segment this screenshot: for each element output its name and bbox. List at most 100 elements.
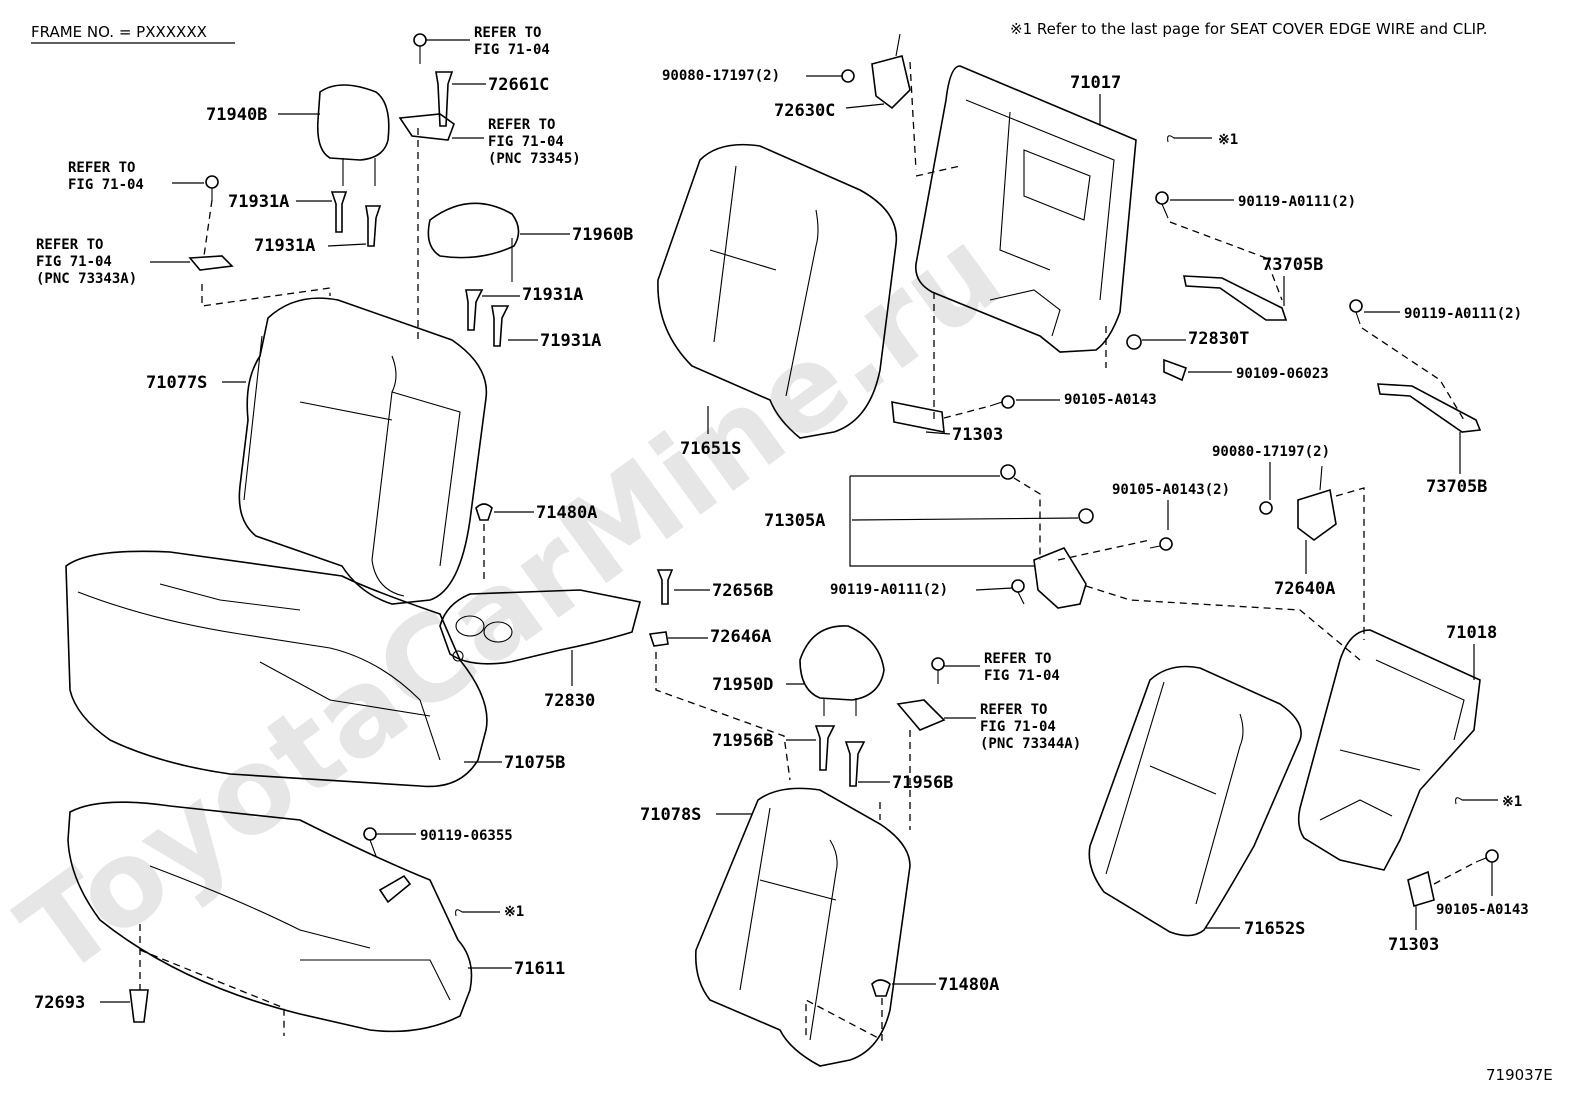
callout-71956b-2: 71956B bbox=[892, 773, 953, 793]
nut-icon-2 bbox=[1259, 501, 1273, 515]
bolt-90105-a0143-3 bbox=[1475, 849, 1499, 863]
washer-71305a-2 bbox=[1078, 508, 1094, 524]
seat-cushion-pad-71611[interactable] bbox=[67, 801, 473, 1033]
figure-code: 719037E bbox=[1486, 1066, 1553, 1084]
cap-72830t bbox=[1126, 334, 1142, 350]
frame-number-label: FRAME NO. = PXXXXXX bbox=[31, 23, 207, 41]
callout-72640a: 72640A bbox=[1274, 579, 1335, 599]
bolt-90119-06355 bbox=[363, 827, 412, 904]
seatback-frame-71018[interactable] bbox=[1297, 629, 1481, 871]
clip-71480a-2 bbox=[871, 979, 891, 997]
nut-icon bbox=[841, 69, 855, 83]
callout-71931a-1: 71931A bbox=[228, 192, 289, 212]
note-mark-2: ※1 bbox=[1218, 132, 1238, 148]
headrest-guide-71931a-pair-1 bbox=[330, 191, 382, 247]
callout-73705b-2: 73705B bbox=[1426, 477, 1487, 497]
clip-72646a bbox=[648, 631, 669, 647]
callout-71940b: 71940B bbox=[206, 105, 267, 125]
seatback-frame-71017[interactable] bbox=[915, 65, 1137, 353]
bracket-73345 bbox=[398, 113, 455, 141]
callout-90105-a0143-1: 90105-A0143 bbox=[1064, 392, 1157, 408]
lock-72630c bbox=[871, 33, 911, 110]
bolt-90109-06023 bbox=[1163, 358, 1188, 382]
headrest-71960b[interactable] bbox=[427, 202, 520, 282]
bolt-90119-a0111-3 bbox=[1011, 579, 1025, 605]
callout-90105-a0143-2: 90105-A0143(2) bbox=[1112, 482, 1230, 498]
washer-71305a-1 bbox=[1000, 464, 1016, 480]
callout-71480a-1: 71480A bbox=[536, 503, 597, 523]
callout-73705b-1: 73705B bbox=[1262, 255, 1323, 275]
callout-71652s: 71652S bbox=[1244, 919, 1305, 939]
striker-73705b-2 bbox=[1377, 383, 1482, 433]
callout-71305a: 71305A bbox=[764, 511, 825, 531]
seat-cushion-cover-71075b[interactable] bbox=[65, 550, 488, 788]
callout-71611: 71611 bbox=[514, 959, 565, 979]
callout-71931a-3: 71931A bbox=[522, 285, 583, 305]
seat-cover-note: ※1 Refer to the last page for SEAT COVER… bbox=[1010, 20, 1487, 38]
callout-90119-06355: 90119-06355 bbox=[420, 828, 513, 844]
seatback-cover-71078s[interactable] bbox=[694, 787, 911, 1067]
callout-90080-17197-mid: 90080-17197(2) bbox=[1212, 444, 1330, 460]
callout-71075b: 71075B bbox=[504, 753, 565, 773]
callout-71950d: 71950D bbox=[712, 675, 773, 695]
headrest-guide-71956b-pair bbox=[814, 725, 866, 787]
callout-71480a-2: 71480A bbox=[938, 975, 999, 995]
callout-71931a-2: 71931A bbox=[254, 236, 315, 256]
callout-71078s: 71078S bbox=[640, 805, 701, 825]
bolt-90119-a0111-1 bbox=[1155, 191, 1169, 219]
callout-72830: 72830 bbox=[544, 691, 595, 711]
callout-72646a: 72646A bbox=[710, 627, 771, 647]
callout-71018: 71018 bbox=[1446, 623, 1497, 643]
callout-90080-17197-top: 90080-17197(2) bbox=[662, 68, 780, 84]
callout-71651s: 71651S bbox=[680, 439, 741, 459]
bolt-icon-3 bbox=[931, 657, 945, 684]
headrest-71950d[interactable] bbox=[799, 625, 885, 716]
note-mark-3: ※1 bbox=[1502, 794, 1522, 810]
bolt-90105-a0143-2 bbox=[1149, 537, 1173, 551]
armrest-72830[interactable] bbox=[439, 589, 641, 665]
callout-72693: 72693 bbox=[34, 993, 85, 1013]
callout-71956b-1: 71956B bbox=[712, 731, 773, 751]
callout-72656b: 72656B bbox=[712, 581, 773, 601]
screw-72656b bbox=[656, 569, 674, 605]
clip-72693 bbox=[129, 989, 149, 1023]
bracket-71303-2 bbox=[1407, 870, 1435, 908]
callout-71303-1: 71303 bbox=[952, 425, 1003, 445]
callout-72830t: 72830T bbox=[1188, 329, 1249, 349]
bolt-90119-a0111-2 bbox=[1349, 299, 1363, 325]
lock-72640a bbox=[1297, 465, 1337, 541]
callout-90109-06023: 90109-06023 bbox=[1236, 366, 1329, 382]
bolt-90105-a0143-1 bbox=[989, 395, 1015, 409]
bolt-icon bbox=[413, 33, 427, 64]
callout-72661c: 72661C bbox=[488, 75, 549, 95]
watermark: ToyotaCarMine.ru bbox=[0, 201, 1026, 1002]
bolt-icon-2 bbox=[205, 175, 219, 200]
callout-90119-a0111-r1: 90119-A0111(2) bbox=[1238, 194, 1356, 210]
callout-90119-a0111-mid: 90119-A0111(2) bbox=[830, 582, 948, 598]
headrest-71940b[interactable] bbox=[316, 84, 390, 186]
callout-71077s: 71077S bbox=[146, 373, 207, 393]
hinge-bracket bbox=[1033, 547, 1087, 609]
clip-71480a bbox=[475, 503, 493, 521]
bracket-73343a bbox=[188, 255, 234, 271]
callout-90105-a0143-3: 90105-A0143 bbox=[1436, 902, 1529, 918]
bracket-71303-1 bbox=[891, 401, 945, 433]
note-mark-1: ※1 bbox=[504, 904, 524, 920]
callout-71931a-4: 71931A bbox=[540, 331, 601, 351]
headrest-guide-72661c bbox=[435, 71, 454, 127]
callout-72630c: 72630C bbox=[774, 101, 835, 121]
callout-90119-a0111-r2: 90119-A0111(2) bbox=[1404, 306, 1522, 322]
callout-71017: 71017 bbox=[1070, 73, 1121, 93]
callout-71303-2: 71303 bbox=[1388, 935, 1439, 955]
seatback-cover-71077s[interactable] bbox=[238, 297, 488, 605]
seatback-pad-71651s[interactable] bbox=[657, 143, 898, 439]
seatback-pad-71652s[interactable] bbox=[1088, 665, 1302, 937]
bracket-73344a bbox=[896, 699, 946, 731]
